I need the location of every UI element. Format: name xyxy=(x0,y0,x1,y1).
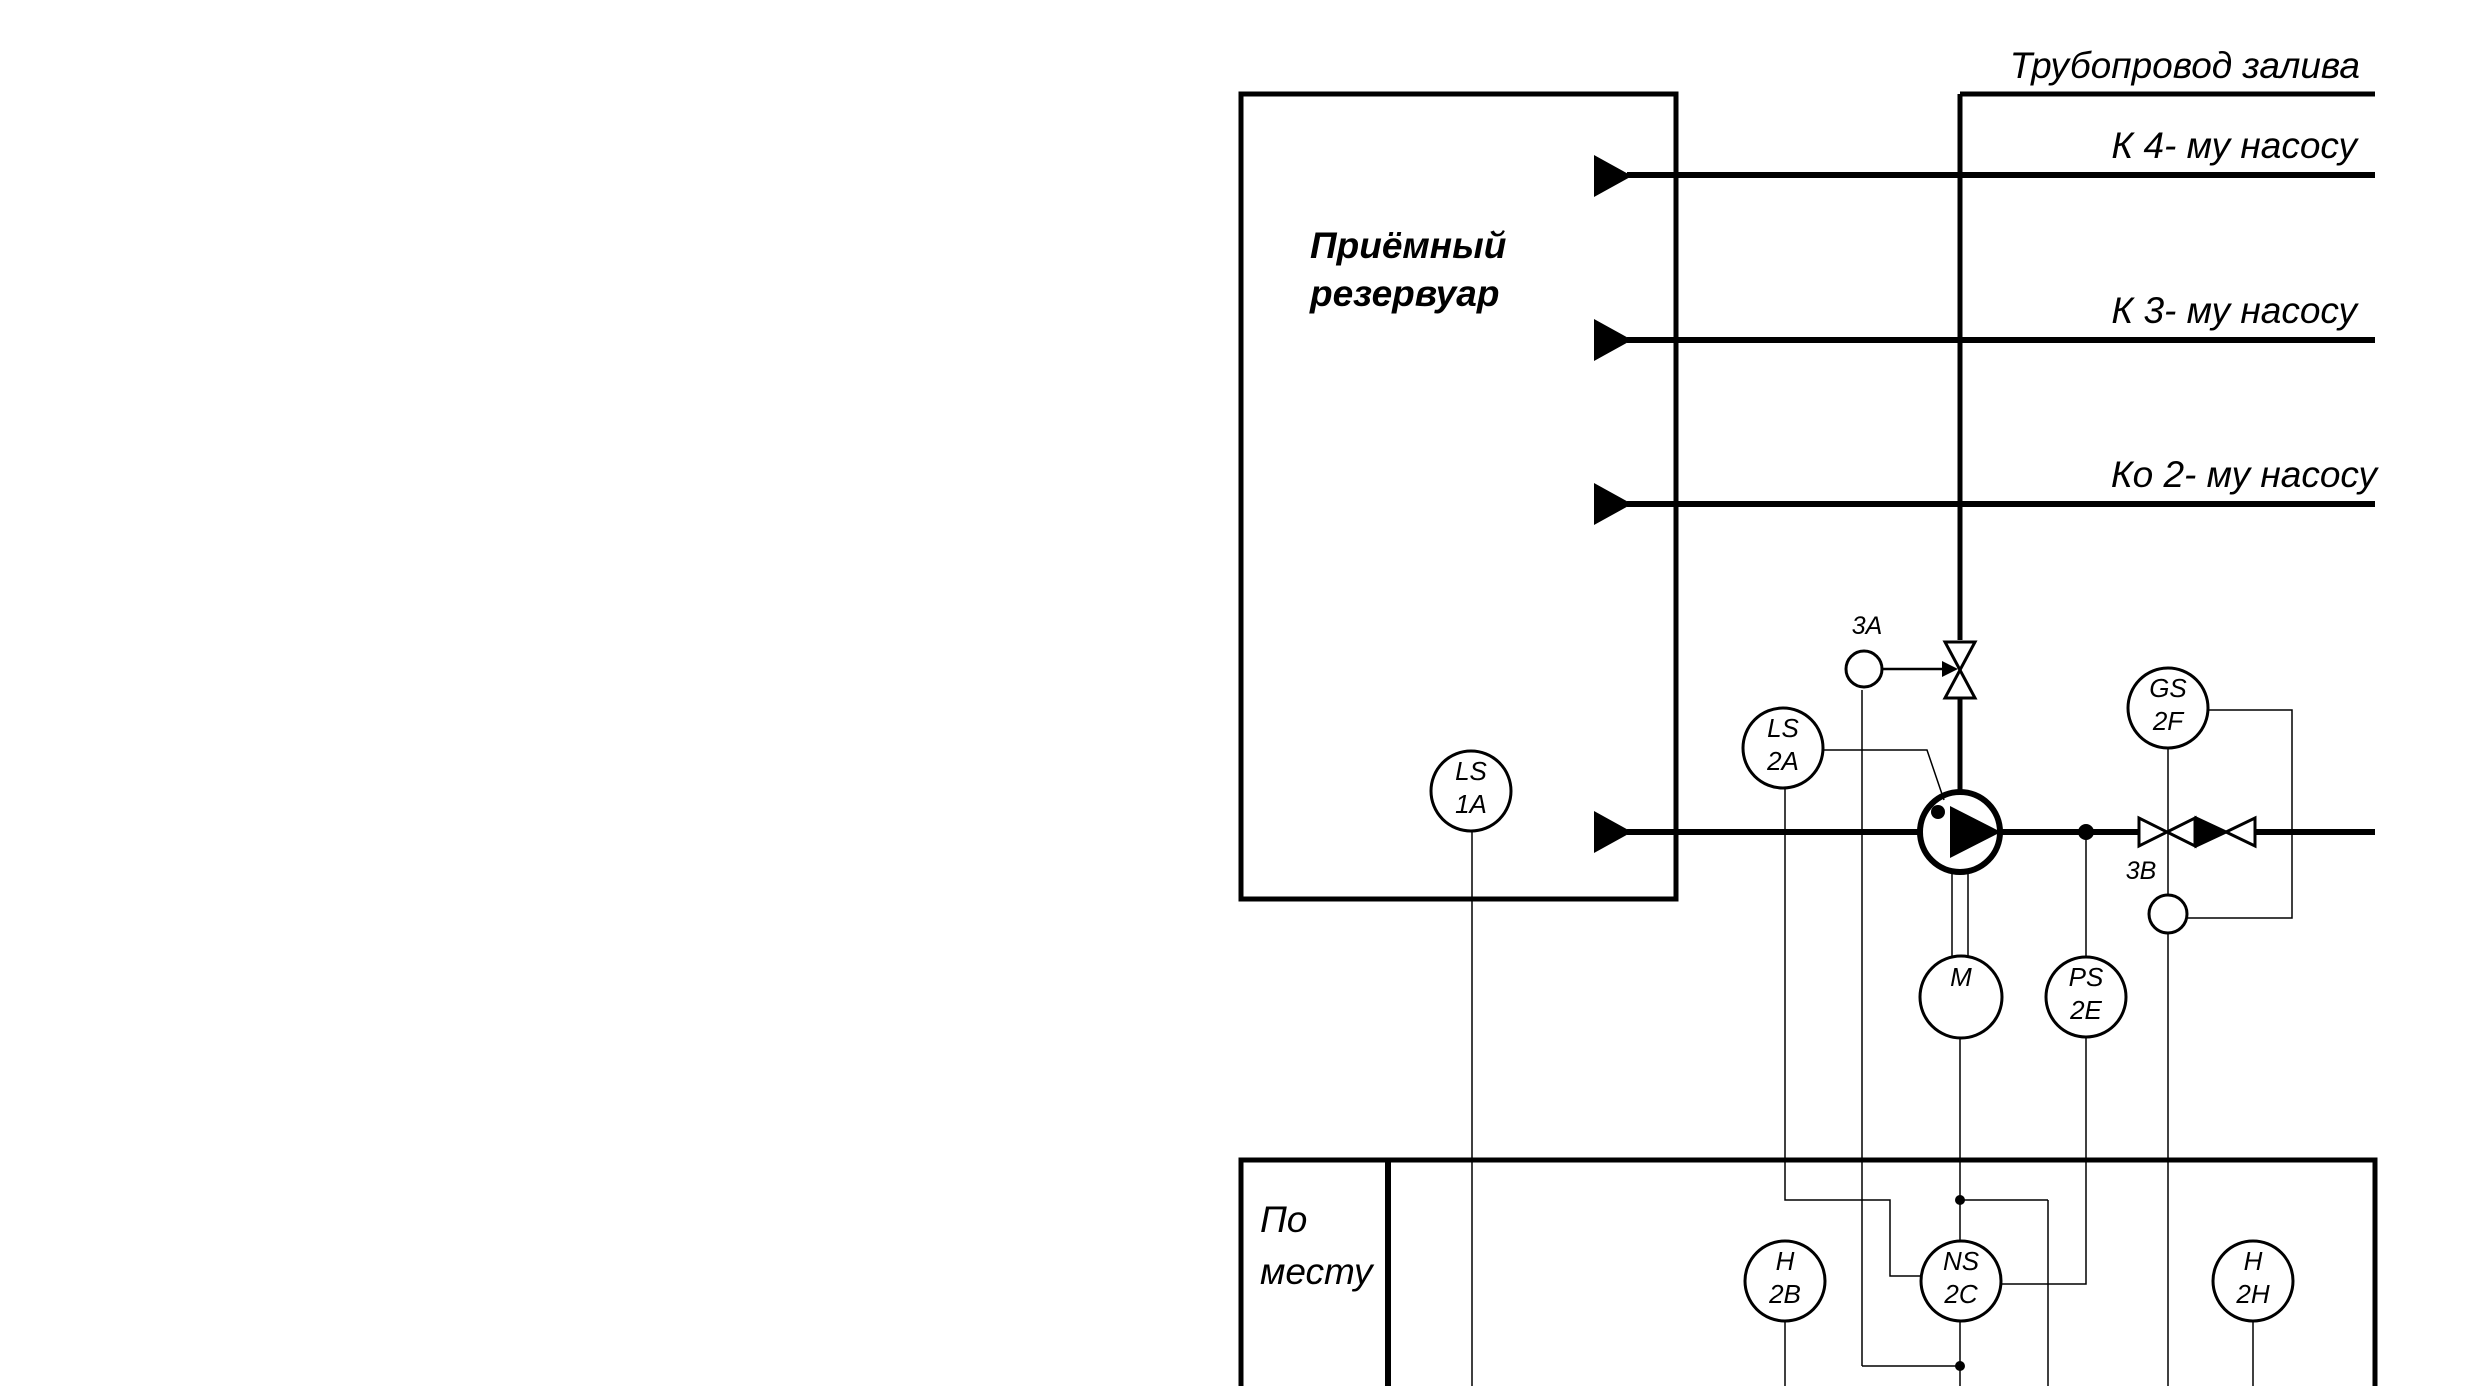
fill-pipe-label: Трубопровод залива xyxy=(2010,45,2360,86)
pump4-pipe-label: К 4- му насосу xyxy=(2111,125,2359,166)
nozzle-triangle xyxy=(1594,811,1632,853)
actuator-3b xyxy=(2147,893,2189,935)
tank-nozzles xyxy=(1594,155,1632,853)
pump xyxy=(1917,789,2003,875)
instrument-ls-1a: LS 1A xyxy=(1429,749,1513,833)
h-2h-number: 2H xyxy=(2235,1279,2269,1309)
junction-dot xyxy=(1955,1361,1965,1371)
ps-2e-number: 2E xyxy=(2069,995,2102,1025)
instrument-ls-2a: LS 2A xyxy=(1741,706,1825,790)
nozzle-triangle xyxy=(1594,483,1632,525)
valve-3b xyxy=(2137,815,2257,849)
pump3-pipe-label: К 3- му насосу xyxy=(2111,290,2359,331)
tank-label-line2: резервуар xyxy=(1309,273,1499,314)
ns-2c-tag: NS xyxy=(1943,1246,1980,1276)
ls-2a-number: 2A xyxy=(1766,746,1799,776)
nozzle-triangle xyxy=(1594,155,1632,197)
nozzle-triangle xyxy=(1594,319,1632,361)
ls-2a-tag: LS xyxy=(1767,713,1799,743)
valve-3a xyxy=(1882,640,1978,700)
instrument-ps-2e: PS 2E xyxy=(2044,955,2128,1039)
h-2h-tag: H xyxy=(2244,1246,2263,1276)
actuator-3a-label: 3A xyxy=(1852,612,1883,640)
local-panel xyxy=(1238,1157,2378,1391)
motor-tag: M xyxy=(1950,962,1972,992)
gs-2f-number: 2F xyxy=(2152,706,2185,736)
h-2b-tag: H xyxy=(1776,1246,1795,1276)
instrument-h-2b: H 2B xyxy=(1743,1239,1827,1323)
instrument-motor: M xyxy=(1918,954,2004,1040)
ls-1a-number: 1A xyxy=(1455,789,1487,819)
junction-dot xyxy=(1955,1195,1965,1205)
ns-2c-number: 2C xyxy=(1943,1279,1977,1309)
instrument-h-2h: H 2H xyxy=(2211,1239,2295,1323)
local-panel-label-line2: месту xyxy=(1260,1251,1375,1292)
receiving-tank xyxy=(1238,91,1679,902)
gs-2f-tag: GS xyxy=(2149,673,2187,703)
actuator-3b-label: 3B xyxy=(2126,857,2157,885)
ls-1a-tag: LS xyxy=(1455,756,1487,786)
h-2b-number: 2B xyxy=(1768,1279,1801,1309)
local-panel-label-line1: По xyxy=(1260,1199,1307,1240)
ps-2e-tag: PS xyxy=(2069,962,2104,992)
signal-lines xyxy=(1471,690,2293,1386)
pump2-pipe-label: Ко 2- му насосу xyxy=(2111,454,2380,495)
actuator-3a xyxy=(1844,649,1884,689)
instrument-ns-2c: NS 2C xyxy=(1919,1239,2003,1323)
tank-label-line1: Приёмный xyxy=(1310,225,1506,266)
instrument-gs-2f: GS 2F xyxy=(2126,666,2210,750)
pipes xyxy=(1627,91,2375,835)
